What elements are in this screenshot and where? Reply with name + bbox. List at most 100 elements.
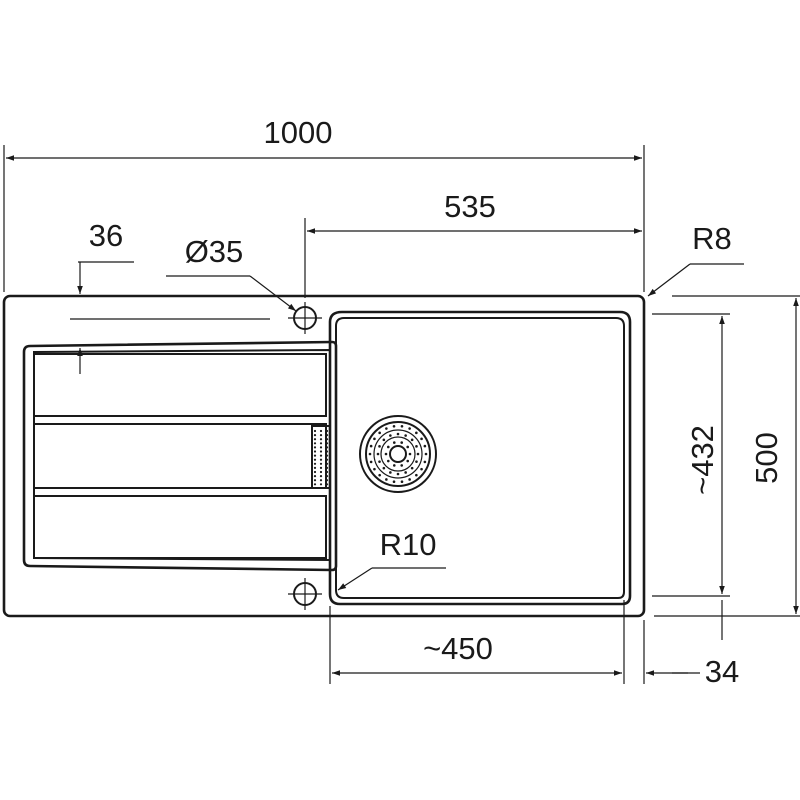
strainer-hole (373, 467, 376, 471)
overflow-perforation (319, 442, 323, 445)
strainer-hole (389, 434, 392, 437)
overflow-perforation (313, 466, 317, 469)
strainer-hole (410, 438, 414, 442)
strainer-hole (408, 427, 411, 430)
strainer-hole (376, 452, 380, 456)
overflow-perforation (313, 438, 317, 441)
overflow-perforation (325, 434, 329, 437)
strainer-hole (415, 460, 418, 463)
overflow-perforation (319, 450, 323, 453)
dimension-rim-offset: 34 (643, 620, 739, 689)
overflow-perforation (319, 438, 323, 441)
strainer-hole (420, 467, 423, 471)
strainer-hole (423, 460, 427, 464)
bowl-section-label: 535 (444, 189, 496, 224)
overflow-perforation (313, 470, 317, 474)
overflow-perforation (313, 475, 317, 478)
strainer-hole (416, 452, 420, 456)
overflow-perforation (319, 446, 323, 449)
dimension-bowl-section: 535 (304, 189, 642, 298)
strainer-hole (410, 466, 414, 470)
dimension-overall-depth: 500 (654, 295, 800, 617)
overflow-perforation (319, 458, 323, 461)
overflow-perforation (319, 475, 323, 478)
overflow-perforation (319, 479, 323, 482)
overflow-perforation (325, 454, 329, 457)
strainer-hole (396, 472, 400, 476)
rim-offset-label: 34 (705, 654, 739, 689)
strainer-hole (396, 432, 400, 436)
strainer-hole (389, 471, 392, 474)
strainer-hole (368, 452, 372, 456)
overall-depth-label: 500 (749, 432, 784, 484)
strainer-hole (385, 427, 388, 430)
leader-tap-hole-diameter: Ø35 (166, 234, 297, 312)
leader-inner-radius: R10 (337, 527, 446, 591)
strainer-hole (386, 459, 390, 463)
strainer-hole (415, 473, 418, 477)
bowl-inner (335, 317, 625, 599)
overflow-perforation (313, 429, 317, 433)
strainer-hole (423, 444, 427, 448)
strainer-hole (392, 464, 396, 467)
overflow-perforation (313, 483, 317, 486)
bowl-width-label: ~450 (423, 631, 493, 666)
overflow-perforation (313, 434, 317, 437)
tap-hole-bottom (288, 578, 322, 610)
tap-hole-top (288, 302, 322, 334)
strainer-hole (408, 452, 412, 456)
overflow-perforation (325, 479, 329, 482)
strainer-hole (400, 480, 404, 484)
strainer-hole (420, 437, 423, 441)
dimension-bowl-width: ~450 (329, 600, 625, 684)
dimension-bowl-depth: ~432 (652, 313, 730, 640)
overflow-perforation (313, 479, 317, 482)
strainer-hole (415, 431, 418, 435)
drainer-board (22, 340, 338, 572)
strainer-hole (384, 452, 388, 456)
drainer-outline (22, 340, 338, 572)
overflow-perforation (325, 475, 329, 478)
overall-width-label: 1000 (264, 115, 333, 150)
strainer-hole (406, 445, 410, 449)
sink-body (2, 294, 646, 618)
overflow-perforation (325, 429, 329, 433)
overflow-perforation (319, 429, 323, 433)
overflow-perforation (325, 462, 329, 465)
dimension-overall-width: 1000 (3, 115, 645, 292)
overflow-perforation (325, 470, 329, 474)
sink-outer-rim (2, 294, 646, 618)
drainer-offset-label: 36 (89, 218, 123, 253)
strainer-hole (382, 438, 386, 442)
strainer-hole (382, 466, 386, 470)
strainer-hole (378, 473, 381, 477)
strainer-hole (408, 478, 411, 481)
inner-radius-label: R10 (380, 527, 437, 562)
strainer-hole (373, 437, 376, 441)
strainer-hole (415, 445, 418, 448)
strainer-hole (400, 441, 404, 444)
strainer-hole (424, 452, 428, 456)
strainer-hole (378, 431, 381, 435)
overflow-perforation (325, 438, 329, 441)
overflow-slot (311, 425, 331, 489)
overflow-perforation (325, 483, 329, 486)
drainer-rib-middle (33, 423, 327, 489)
strainer-hole (385, 478, 388, 481)
strainer-hole (392, 424, 396, 428)
strainer-hole (406, 459, 410, 463)
strainer-hole (392, 441, 396, 444)
bowl (328, 310, 632, 606)
strainer-hole (378, 460, 381, 463)
drain-strainer (359, 415, 437, 493)
drainer-inner-edge (33, 348, 331, 562)
overflow-perforation (313, 462, 317, 465)
outer-radius-label: R8 (692, 221, 732, 256)
bowl-depth-label: ~432 (685, 425, 720, 495)
strainer-hole (400, 424, 404, 428)
overflow-perforation (325, 442, 329, 445)
overflow-perforation (319, 470, 323, 474)
strainer-hole (400, 464, 404, 467)
overflow-perforation (319, 462, 323, 465)
